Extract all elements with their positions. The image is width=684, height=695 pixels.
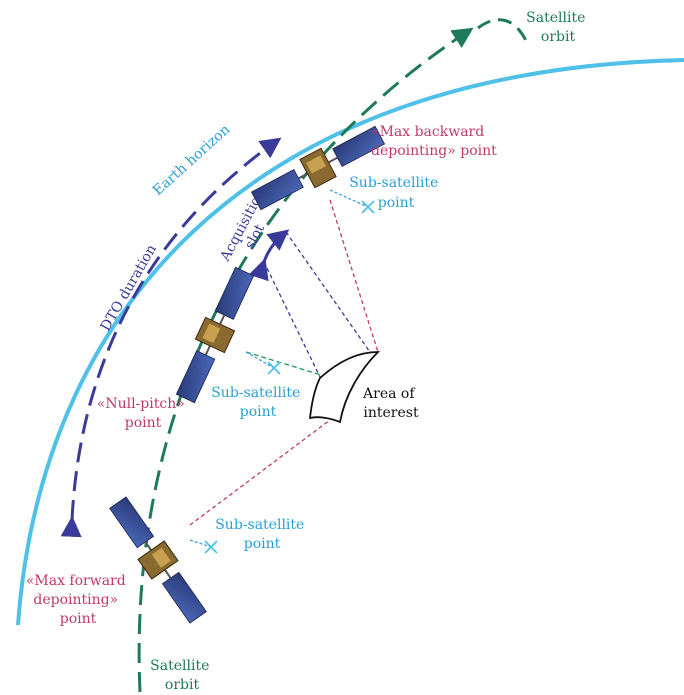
ground-line-mid-cyan bbox=[245, 351, 275, 369]
satellite-orbit-top-label: Satellite orbit bbox=[526, 10, 590, 45]
null-pitch-label: «Null-pitch» point bbox=[97, 396, 189, 431]
sub-satellite-marker-top bbox=[361, 200, 375, 214]
area-of-interest-label: Area of interest bbox=[362, 386, 419, 421]
satellite-orbit-top-arc bbox=[477, 18, 530, 46]
dto-duration-arrow bbox=[60, 137, 282, 538]
slot-line-2 bbox=[285, 231, 373, 356]
acquisition-slot-arrow bbox=[248, 229, 290, 282]
satellite-null-pitch bbox=[175, 266, 255, 404]
sub-satellite-marker-bottom bbox=[204, 540, 218, 554]
max-backward-label: «Max backward depointing» point bbox=[371, 124, 497, 159]
ground-line-top bbox=[329, 189, 369, 208]
sight-line-backward bbox=[329, 199, 379, 353]
area-of-interest-shape bbox=[308, 351, 381, 424]
sub-satellite-mid-label: Sub-satellite point bbox=[211, 385, 305, 420]
satellite-max-backward bbox=[250, 125, 386, 211]
ground-line-bottom bbox=[189, 539, 212, 548]
ground-line-mid-green bbox=[245, 351, 345, 383]
sight-line-forward bbox=[189, 419, 331, 526]
sub-satellite-marker-mid bbox=[267, 361, 281, 375]
sub-satellite-bottom-label: Sub-satellite point bbox=[215, 517, 309, 552]
sub-satellite-top-label: Sub-satellite point bbox=[349, 175, 443, 211]
dto-duration-label: DTO duration bbox=[98, 242, 160, 334]
max-forward-label: «Max forward depointing» point bbox=[26, 573, 130, 627]
slot-line-1 bbox=[263, 261, 341, 419]
satellite-max-forward bbox=[109, 496, 207, 624]
satellite-orbit-bottom-label: Satellite orbit bbox=[150, 658, 214, 693]
earth-horizon-label: Earth horizon bbox=[150, 122, 233, 199]
